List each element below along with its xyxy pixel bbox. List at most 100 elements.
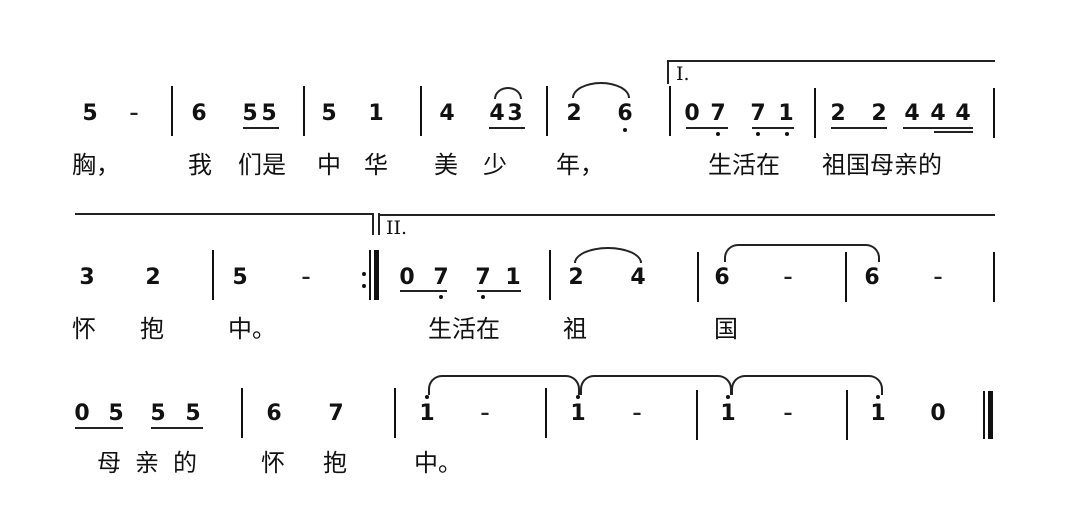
- note: 4: [439, 101, 455, 126]
- volta-1-bracket-continue: [75, 213, 373, 215]
- eighth-underline: [400, 290, 447, 292]
- slur: [574, 247, 642, 263]
- note: 7: [750, 101, 766, 126]
- eighth-underline: [686, 127, 728, 129]
- lyric: 怀: [72, 315, 96, 343]
- note: 4: [630, 265, 646, 290]
- dash: –: [129, 103, 139, 124]
- note: 4: [930, 101, 946, 126]
- note: 5: [185, 401, 201, 426]
- lyric: 国: [714, 315, 738, 343]
- lyric: 抱: [323, 449, 347, 477]
- volta-1-bracket-end: [372, 213, 374, 235]
- repeat-dot: [362, 272, 366, 276]
- tie: [428, 375, 580, 395]
- note: 2: [566, 101, 582, 126]
- note: 7: [475, 265, 491, 290]
- lyric: 生活在: [428, 315, 500, 343]
- final-thick-bar: [988, 391, 993, 439]
- lyric: 中。: [414, 449, 462, 477]
- lyric: 祖国母亲的: [822, 151, 942, 179]
- note: 5: [150, 401, 166, 426]
- end-repeat-thick-bar: [374, 250, 379, 300]
- lyric: 我: [188, 151, 212, 179]
- final-thin-bar: [983, 391, 985, 439]
- barline: [814, 88, 816, 138]
- note: 5: [232, 265, 248, 290]
- lyric: 少: [483, 151, 507, 179]
- note: 7: [433, 265, 449, 290]
- note: 1: [368, 101, 384, 126]
- low-octave-dot: [756, 132, 760, 136]
- lyric: 怀: [261, 449, 285, 477]
- high-octave-dot: [726, 395, 730, 399]
- eighth-underline: [489, 127, 525, 129]
- slur: [494, 87, 522, 99]
- high-octave-dot: [425, 395, 429, 399]
- tie: [731, 375, 883, 395]
- note: 1: [505, 265, 521, 290]
- note: 6: [864, 265, 880, 290]
- note: 5: [321, 101, 337, 126]
- dash: –: [632, 403, 642, 424]
- barline: [171, 86, 173, 136]
- eighth-underline: [151, 427, 203, 429]
- barline: [669, 86, 671, 136]
- note: 4: [955, 101, 971, 126]
- note: 5: [82, 101, 98, 126]
- eighth-underline: [752, 127, 794, 129]
- note: 4: [904, 101, 920, 126]
- note: 1: [778, 101, 794, 126]
- eighth-underline: [243, 127, 279, 129]
- barline: [394, 388, 396, 438]
- note: 7: [328, 401, 344, 426]
- note: 4: [489, 101, 505, 126]
- barline: [697, 252, 699, 302]
- barline: [212, 250, 214, 300]
- eighth-underline: [903, 127, 973, 129]
- note: 3: [507, 101, 523, 126]
- volta-2-bracket-top: [378, 214, 995, 216]
- barline: [241, 388, 243, 438]
- volta-1-label: I.: [676, 63, 690, 85]
- lyric: 胸，: [72, 151, 120, 179]
- end-repeat-thin-bar: [369, 250, 371, 300]
- barline: [696, 390, 698, 440]
- barline: [420, 86, 422, 136]
- dash: –: [783, 403, 793, 424]
- lyric: 们是: [238, 151, 286, 179]
- note: 1: [419, 401, 435, 426]
- repeat-dot: [362, 284, 366, 288]
- barline: [846, 390, 848, 440]
- note: 5: [108, 401, 124, 426]
- volta-1-bracket-top: [667, 60, 995, 62]
- dash: –: [933, 267, 943, 288]
- barline: [845, 252, 847, 302]
- volta-2-label: II.: [386, 217, 408, 239]
- lyric: 生活在: [708, 151, 780, 179]
- barline: [545, 388, 547, 438]
- barline: [993, 252, 995, 302]
- note: 0: [930, 401, 946, 426]
- sixteenth-underline: [934, 131, 973, 133]
- barline: [549, 250, 551, 300]
- note: 0: [74, 401, 90, 426]
- note: 2: [830, 101, 846, 126]
- tie: [580, 375, 732, 395]
- eighth-underline: [831, 127, 887, 129]
- barline: [546, 86, 548, 136]
- barline: [993, 88, 995, 138]
- note: 2: [568, 265, 584, 290]
- lyric: 抱: [140, 315, 164, 343]
- lyric: 母亲的: [97, 449, 211, 477]
- tie: [724, 244, 880, 262]
- low-octave-dot: [716, 132, 720, 136]
- lyric: 祖: [563, 315, 587, 343]
- low-octave-dot: [481, 295, 485, 299]
- note: 0: [399, 265, 415, 290]
- note: 6: [714, 265, 730, 290]
- eighth-underline: [477, 290, 521, 292]
- note: 5: [242, 101, 258, 126]
- note: 6: [266, 401, 282, 426]
- note: 1: [570, 401, 586, 426]
